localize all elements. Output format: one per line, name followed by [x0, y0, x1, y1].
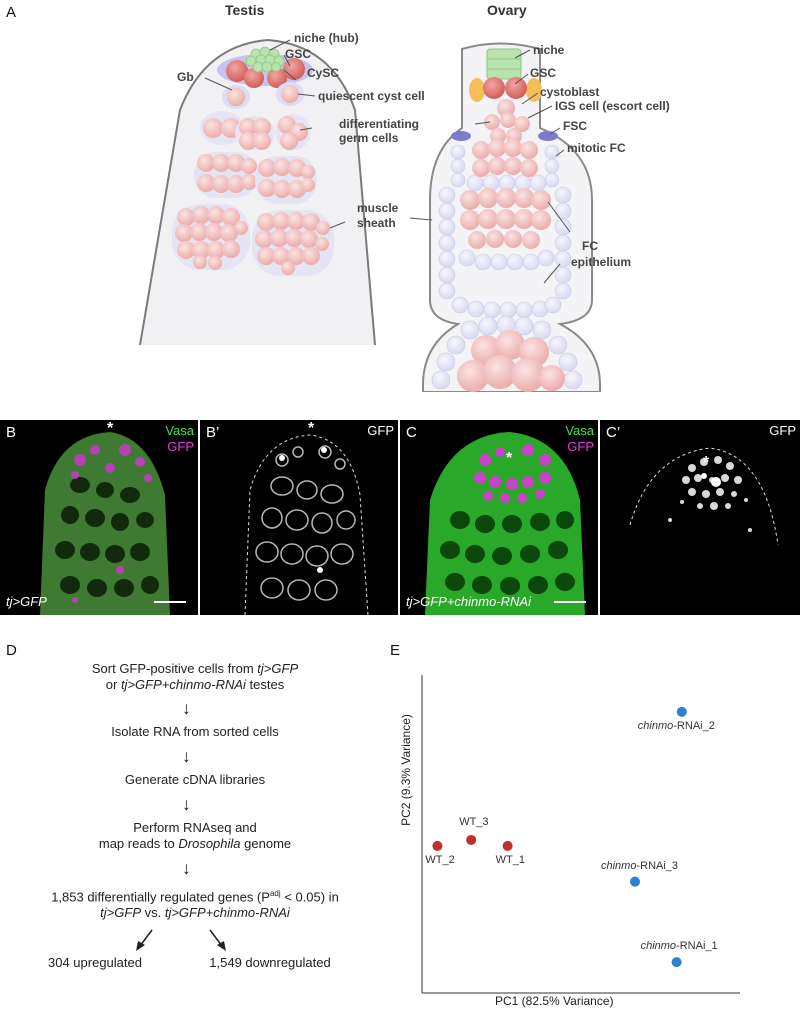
- flow-downregulated: 1,549 downregulated: [209, 955, 331, 970]
- testis-drawing: [139, 38, 376, 346]
- flow-step-isolate: Isolate RNA from sorted cells: [111, 724, 279, 739]
- label-epithelium: epithelium: [571, 255, 632, 269]
- flow-step-deg: 1,853 differentially regulated genes (Pa…: [51, 889, 339, 921]
- flow-arrow-3: ↓: [182, 794, 191, 814]
- pca-point-chinmo-rnai-3: [630, 876, 640, 887]
- flow-arrow-1: ↓: [182, 698, 191, 718]
- label-cystoblast: cystoblast: [540, 85, 600, 99]
- panel-d-letter: D: [6, 642, 17, 659]
- label-gb: Gb: [177, 70, 194, 84]
- micrograph-c: C Vasa GFP * tj>GFP+chinmo-RNAi: [400, 420, 598, 615]
- panel-b-hub-marker: *: [107, 420, 114, 437]
- panel-c-prime-hub-marker: *: [703, 454, 710, 471]
- label-mitotic-fc: mitotic FC: [567, 141, 626, 155]
- panel-c-hub-marker: *: [506, 450, 513, 467]
- pca-y-axis-title: PC2 (9.3% Variance): [399, 714, 413, 826]
- micrograph-b-prime: B’ GFP *: [200, 420, 398, 615]
- panel-b-stain-gfp: GFP: [167, 439, 194, 454]
- panel-e-letter: E: [390, 642, 401, 659]
- label-igs-cell: IGS cell (escort cell): [555, 99, 670, 113]
- pca-point-chinmo-rnai-1: [671, 957, 682, 968]
- label-fsc: FSC: [563, 119, 587, 133]
- panel-b-stain-vasa: Vasa: [165, 423, 194, 438]
- flow-upregulated: 304 upregulated: [48, 955, 142, 970]
- pca-label-chinmo-rnai-2: chinmo-RNAi_2: [637, 719, 715, 732]
- label-ovary-niche: niche: [533, 43, 565, 57]
- pca-point-chinmo-rnai-2: [676, 706, 687, 717]
- panel-b-prime-letter: B’: [206, 424, 220, 441]
- ovary-title: Ovary: [487, 2, 527, 18]
- panel-b-genotype: tj>GFP: [6, 594, 47, 609]
- pca-label-chinmo-rnai-1: chinmo-RNAi_1: [640, 940, 718, 953]
- pca-label-wt-3: WT_3: [459, 815, 489, 828]
- label-ovary-gsc: GSC: [530, 66, 557, 80]
- pca-label-wt-1: WT_1: [495, 853, 525, 866]
- panel-c-prime-letter: C’: [606, 424, 621, 441]
- flow-step-rnaseq: Perform RNAseq and map reads to Drosophi…: [98, 820, 292, 851]
- pca-label-chinmo-rnai-3: chinmo-RNAi_3: [601, 859, 679, 872]
- panel-c-genotype: tj>GFP+chinmo-RNAi: [406, 594, 531, 609]
- panel-a-schematic: [139, 38, 601, 392]
- label-testis-gsc: GSC: [285, 47, 312, 61]
- flow-arrow-4: ↓: [182, 858, 191, 878]
- pca-point-wt-2: [432, 840, 443, 851]
- panel-c-stain-vasa: Vasa: [565, 423, 594, 438]
- pca-x-axis-title: PC1 (82.5% Variance): [495, 994, 614, 1008]
- label-muscle: muscle: [357, 201, 399, 215]
- panel-b-letter: B: [6, 424, 17, 441]
- ovary-drawing: [409, 42, 601, 392]
- panel-b-scalebar: [154, 601, 186, 603]
- micrograph-b: B Vasa GFP * tj>GFP: [0, 420, 198, 615]
- testis-title: Testis: [225, 2, 265, 18]
- label-fc: FC: [582, 239, 598, 253]
- label-quiescent-cyst-cell: quiescent cyst cell: [318, 89, 425, 103]
- label-niche-hub: niche (hub): [294, 31, 359, 45]
- flow-step-libraries: Generate cDNA libraries: [124, 772, 266, 787]
- pca-point-wt-3: [466, 834, 477, 845]
- label-cysc: CySC: [307, 66, 340, 80]
- panel-c-scalebar: [554, 601, 586, 603]
- label-sheath: sheath: [357, 216, 396, 230]
- pca-plot: [421, 675, 740, 994]
- panel-b-prime-channel: GFP: [367, 423, 394, 438]
- pca-label-wt-2: WT_2: [425, 853, 455, 866]
- label-germ-cells: germ cells: [339, 131, 399, 145]
- micrograph-c-prime: C’ GFP *: [600, 420, 800, 615]
- panel-c-prime-channel: GFP: [769, 423, 796, 438]
- label-differentiating: differentiating: [339, 117, 419, 131]
- panel-c-letter: C: [406, 424, 417, 441]
- flow-step-sort: Sort GFP-positive cells from tj>GFP or t…: [91, 661, 299, 692]
- flow-split-arrows: [136, 929, 226, 951]
- panel-c-stain-gfp: GFP: [567, 439, 594, 454]
- flow-arrow-2: ↓: [182, 746, 191, 766]
- pca-point-wt-1: [502, 840, 513, 851]
- panel-a-letter: A: [6, 4, 17, 21]
- panel-b-prime-hub-marker: *: [308, 420, 315, 437]
